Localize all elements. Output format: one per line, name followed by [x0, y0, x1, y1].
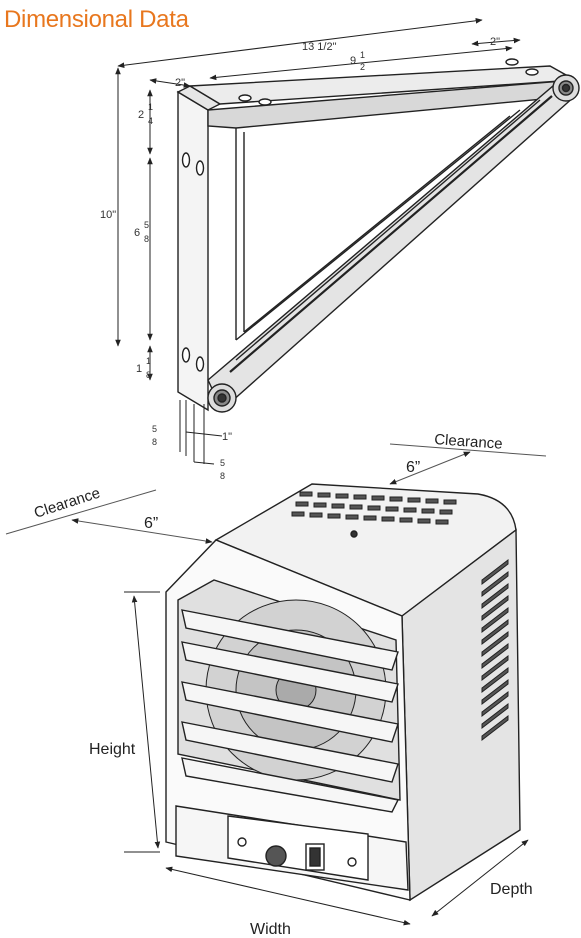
clearance-right-label: Clearance	[434, 431, 503, 453]
clearance-left-value: 6”	[144, 515, 158, 532]
dim-5-8b-num: 5	[220, 458, 225, 468]
dim-6-625-num: 5	[144, 220, 149, 230]
dim-6-625-den: 8	[144, 234, 149, 244]
dim-9-5-num: 1	[360, 50, 365, 60]
clearance-lines	[5, 443, 547, 544]
dim-1-125-den: 8	[146, 370, 151, 380]
dim-2-25-den: 4	[148, 116, 153, 126]
height-label: Height	[89, 741, 136, 758]
dim-1-125-whole: 1	[136, 363, 142, 375]
dim-5-8b-den: 8	[220, 471, 225, 481]
dim-5-8a-den: 8	[152, 437, 157, 447]
clearance-right-value: 6”	[406, 459, 420, 476]
dim-10-label: 10"	[100, 209, 116, 221]
width-label: Width	[250, 921, 291, 938]
dim-2-top-right-label: 2"	[490, 36, 500, 48]
depth-label: Depth	[490, 881, 533, 898]
dim-9-5-den: 2	[360, 62, 365, 72]
dim-2-25-num: 1	[148, 102, 153, 112]
dim-9-5-whole: 9	[350, 55, 356, 67]
dim-1-label: 1"	[222, 431, 232, 443]
dim-2-top-left-label: 2"	[175, 77, 185, 89]
wall-bracket	[176, 58, 580, 413]
dim-5-8a-num: 5	[152, 424, 157, 434]
heater-dimension-lines	[124, 591, 529, 926]
dim-6-625-whole: 6	[134, 227, 140, 239]
dim-13-5-label: 13 1/2"	[302, 41, 337, 53]
bracket-dimension-lines	[115, 18, 521, 465]
dim-2-25-whole: 2	[138, 109, 144, 121]
dim-1-125-num: 1	[146, 356, 151, 366]
unit-heater	[165, 483, 521, 902]
bracket-dimension-labels: 13 1/2" 2" 9 1 2 2" 2 1 4 10" 6 5 8 1 1 …	[100, 36, 500, 481]
